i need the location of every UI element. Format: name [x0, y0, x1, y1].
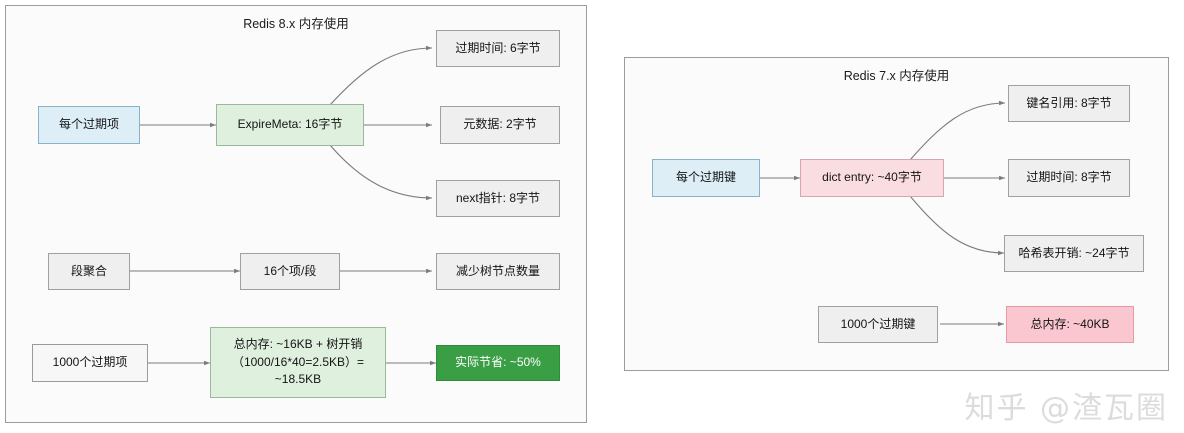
node-redis8-1000-items[interactable]: 1000个过期项 — [32, 344, 148, 382]
node-redis7-dict-entry[interactable]: dict entry: ~40字节 — [800, 159, 944, 197]
panel-redis8-title: Redis 8.x 内存使用 — [243, 17, 349, 31]
node-redis8-actual-savings[interactable]: 实际节省: ~50% — [436, 345, 560, 381]
node-redis7-1000-keys[interactable]: 1000个过期键 — [818, 306, 938, 343]
node-redis8-total-memory-calc[interactable]: 总内存: ~16KB + 树开销 （1000/16*40=2.5KB）= ~18… — [210, 327, 386, 398]
node-redis8-segment-aggregate[interactable]: 段聚合 — [48, 253, 130, 290]
node-redis8-items-per-segment[interactable]: 16个项/段 — [240, 253, 340, 290]
node-redis8-field-next-pointer[interactable]: next指针: 8字节 — [436, 180, 560, 217]
panel-redis7-title: Redis 7.x 内存使用 — [843, 69, 950, 83]
node-redis7-total-memory[interactable]: 总内存: ~40KB — [1006, 306, 1134, 343]
node-redis8-expiremeta[interactable]: ExpireMeta: 16字节 — [216, 104, 364, 146]
node-redis8-source[interactable]: 每个过期项 — [38, 106, 140, 144]
node-redis8-reduce-tree-nodes[interactable]: 减少树节点数量 — [436, 253, 560, 290]
node-redis8-field-expire-time[interactable]: 过期时间: 6字节 — [436, 30, 560, 67]
node-redis7-source[interactable]: 每个过期键 — [652, 159, 760, 197]
node-redis7-field-key-ref[interactable]: 键名引用: 8字节 — [1008, 85, 1130, 122]
node-redis8-field-metadata[interactable]: 元数据: 2字节 — [440, 106, 560, 144]
node-redis7-field-hashtable-overhead[interactable]: 哈希表开销: ~24字节 — [1004, 235, 1144, 272]
node-redis7-field-expire-time[interactable]: 过期时间: 8字节 — [1008, 159, 1130, 197]
watermark: 知乎 @渣瓦圈 — [964, 391, 1168, 426]
